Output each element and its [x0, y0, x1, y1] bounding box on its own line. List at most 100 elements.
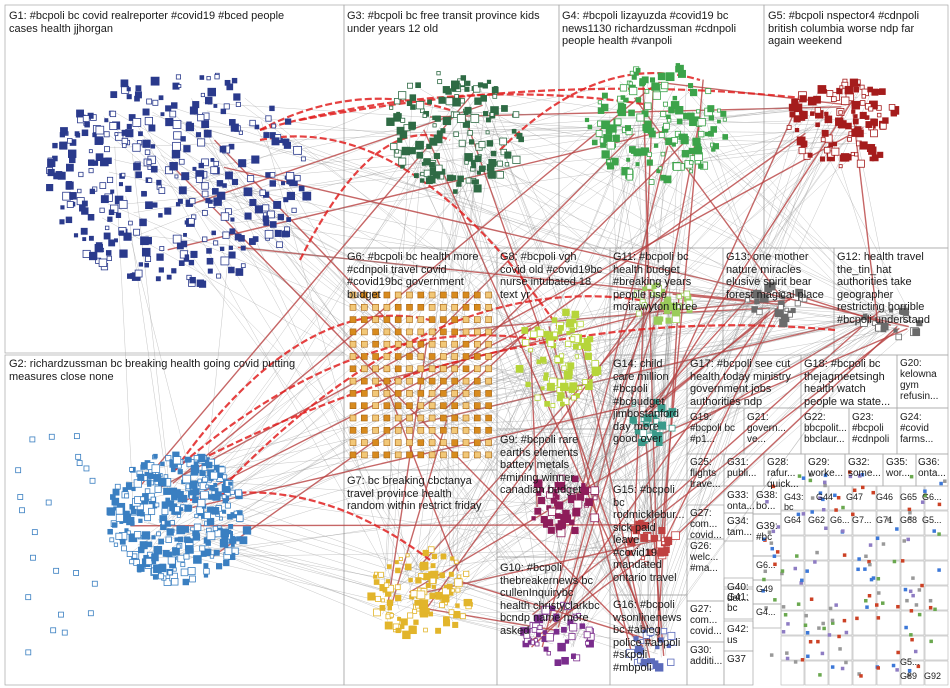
- node: [188, 259, 195, 266]
- node: [533, 479, 543, 488]
- node: [407, 82, 413, 89]
- edge: [181, 320, 540, 504]
- node: [394, 340, 402, 348]
- node: [464, 86, 470, 92]
- node: [574, 354, 579, 359]
- node: [616, 109, 621, 114]
- node: [874, 88, 881, 95]
- node: [440, 353, 447, 360]
- node: [485, 117, 491, 123]
- node: [360, 291, 368, 299]
- node: [412, 608, 418, 614]
- node: [670, 107, 675, 112]
- node: [172, 141, 181, 151]
- node: [492, 94, 498, 99]
- node: [383, 390, 391, 397]
- node: [559, 401, 565, 407]
- node: [895, 333, 903, 341]
- group-box-small: [852, 585, 877, 611]
- node: [485, 340, 492, 348]
- node: [489, 112, 495, 117]
- node: [665, 317, 672, 324]
- node: [406, 291, 413, 299]
- node: [465, 177, 472, 184]
- node: [658, 421, 667, 430]
- node: [110, 189, 115, 194]
- node: [689, 118, 697, 127]
- node: [462, 377, 470, 385]
- node: [485, 353, 492, 360]
- node: [689, 160, 694, 165]
- node: [864, 598, 868, 603]
- node: [451, 365, 459, 373]
- node: [190, 464, 200, 474]
- node: [790, 308, 796, 314]
- node: [668, 424, 676, 432]
- group-box-small: [828, 510, 853, 536]
- node: [911, 576, 915, 580]
- node: [184, 504, 192, 512]
- node: [664, 296, 672, 304]
- node: [195, 132, 202, 138]
- node: [840, 96, 850, 106]
- edge: [456, 88, 639, 113]
- edge: [419, 159, 650, 420]
- node: [834, 508, 838, 512]
- node: [531, 627, 538, 633]
- node: [640, 556, 645, 561]
- edge: [387, 169, 481, 392]
- node: [103, 131, 110, 138]
- node: [694, 146, 703, 155]
- node: [197, 499, 206, 508]
- node: [222, 231, 230, 239]
- node: [203, 548, 212, 557]
- node: [426, 143, 432, 150]
- edge: [571, 388, 636, 416]
- node: [223, 103, 230, 110]
- node: [557, 330, 563, 335]
- node: [560, 382, 569, 392]
- edge: [580, 320, 871, 480]
- node: [383, 582, 390, 588]
- edge: [133, 164, 439, 213]
- node: [463, 598, 471, 607]
- node: [291, 207, 297, 213]
- node: [435, 627, 442, 634]
- node: [515, 365, 524, 373]
- edge: [408, 320, 870, 593]
- node: [170, 467, 176, 473]
- node: [462, 316, 470, 323]
- edge: [191, 125, 562, 628]
- node: [46, 183, 54, 192]
- node: [798, 147, 806, 155]
- node: [624, 125, 632, 132]
- node: [428, 439, 436, 446]
- node: [25, 649, 32, 656]
- node: [121, 172, 126, 178]
- node: [111, 522, 118, 528]
- node: [666, 410, 672, 415]
- node: [188, 218, 195, 225]
- node: [462, 402, 470, 410]
- node: [259, 189, 266, 196]
- node: [797, 474, 802, 478]
- node: [406, 353, 413, 360]
- node: [132, 118, 142, 127]
- node: [271, 123, 277, 129]
- node: [473, 451, 481, 459]
- node: [844, 660, 848, 665]
- node: [129, 559, 135, 565]
- node: [660, 111, 667, 118]
- node: [178, 158, 185, 165]
- node: [360, 340, 368, 348]
- node: [131, 508, 137, 515]
- node: [113, 500, 119, 506]
- node: [440, 402, 447, 410]
- node: [210, 158, 215, 162]
- node: [785, 656, 790, 661]
- node: [864, 115, 870, 120]
- group-box-small: [804, 535, 829, 561]
- node: [88, 168, 94, 174]
- node: [406, 426, 413, 434]
- node: [456, 114, 466, 123]
